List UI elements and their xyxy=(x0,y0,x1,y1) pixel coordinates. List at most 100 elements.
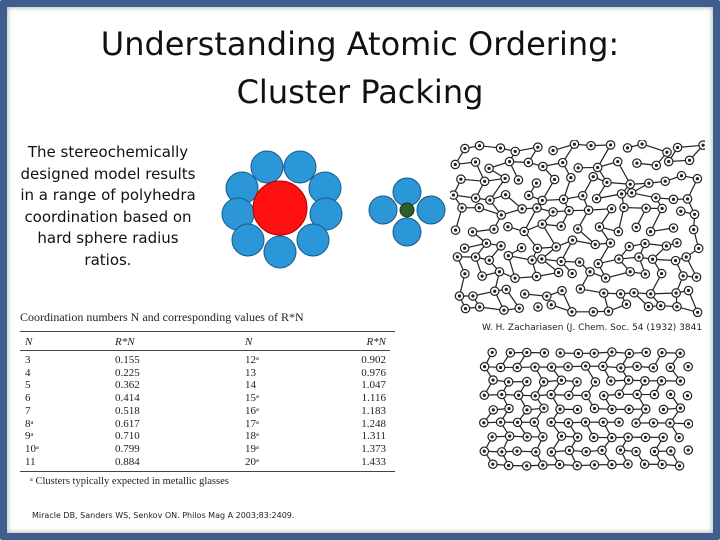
network-atom-core xyxy=(626,462,630,466)
network-atom-core xyxy=(634,225,638,229)
network-atom-core xyxy=(500,392,504,397)
network-atom-core xyxy=(619,292,623,296)
network-atom-core xyxy=(451,193,456,197)
header-rn: R*N xyxy=(366,336,386,348)
network-atom-core xyxy=(660,462,664,467)
network-atom-core xyxy=(534,181,539,185)
network-atom-core xyxy=(516,178,521,182)
network-atom-core xyxy=(536,305,540,309)
network-atom-core xyxy=(644,350,648,354)
network-atom-core xyxy=(601,364,605,368)
network-atom-core xyxy=(660,351,664,355)
network-atom-core xyxy=(558,462,562,467)
network-atom-core xyxy=(652,449,657,454)
network-atom-core xyxy=(593,380,597,384)
network-atom-core xyxy=(678,406,682,410)
network-atom-core xyxy=(559,259,563,264)
table-header-row: N R*N N R*N xyxy=(20,332,390,350)
network-atom-core xyxy=(541,164,545,169)
network-atom-core xyxy=(463,246,467,250)
table-cell: 1.248 xyxy=(361,417,386,430)
network-atom-core xyxy=(473,255,478,259)
network-atom-core xyxy=(605,180,609,184)
network-atom-core xyxy=(525,380,529,384)
network-atom-core xyxy=(622,205,626,210)
network-atom-core xyxy=(533,365,537,369)
network-atom-core xyxy=(592,406,597,411)
network-atom-core xyxy=(584,450,588,454)
network-atom-core xyxy=(685,394,690,398)
network-atom-core xyxy=(570,271,574,276)
network-atom-core xyxy=(618,448,623,452)
network-atom-core xyxy=(557,270,561,275)
table-cell: 0.225 xyxy=(115,366,140,379)
network-atom-core xyxy=(535,246,540,251)
network-atom-core xyxy=(576,435,580,439)
network-atom-core xyxy=(696,310,700,314)
network-atom-core xyxy=(692,212,697,216)
shell-atom xyxy=(416,195,446,225)
network-atom-core xyxy=(675,241,679,245)
network-atom-core xyxy=(487,166,491,170)
network-atom-core xyxy=(463,146,467,151)
network-atom-core xyxy=(643,435,648,439)
network-atom-core xyxy=(649,292,653,296)
network-atom-core xyxy=(530,258,534,262)
table-cell: 0.617 xyxy=(115,417,140,430)
network-atom-core xyxy=(675,305,679,309)
network-atom-core xyxy=(567,209,571,213)
network-atom-core xyxy=(463,272,467,276)
network-atom-core xyxy=(542,406,546,410)
network-atom-core xyxy=(549,392,553,397)
description-text: The stereochemically designed model resu… xyxy=(20,143,196,269)
network-atom-core xyxy=(545,294,549,298)
network-atom-core xyxy=(519,246,524,250)
network-atom-core xyxy=(541,435,545,439)
network-atom-core xyxy=(635,392,639,397)
central-large-atom xyxy=(252,180,308,236)
network-atom-core xyxy=(673,259,678,263)
network-atom-core xyxy=(626,378,631,382)
network-atom-core xyxy=(663,179,667,183)
network-atom-core xyxy=(453,228,458,232)
network-atom-core xyxy=(635,161,639,165)
network-atom-core xyxy=(575,380,579,384)
network-atom-core xyxy=(593,242,597,247)
network-atom-core xyxy=(515,449,519,453)
table-cell: 16ᵃ xyxy=(245,404,260,417)
network-atom-core xyxy=(624,302,629,306)
table-cell: 0.710 xyxy=(115,430,140,443)
network-atom-core xyxy=(627,407,631,411)
network-atom-core xyxy=(679,174,684,178)
network-atom-core xyxy=(549,303,553,307)
network-atom-core xyxy=(508,434,512,438)
network-atom-core xyxy=(503,176,507,181)
network-atom-core xyxy=(522,229,526,234)
network-atom-core xyxy=(525,350,529,355)
table-cell: 1.183 xyxy=(361,404,386,417)
network-atom-core xyxy=(647,181,651,185)
network-atom-core xyxy=(602,394,606,398)
network-atom-core xyxy=(610,436,614,440)
shell-atom xyxy=(368,195,398,225)
network-atom-core xyxy=(549,450,553,454)
network-atom-core xyxy=(686,448,690,452)
network-atom-core xyxy=(515,365,519,370)
network-atom-core xyxy=(637,255,641,259)
table-footnote: ᵃ Clusters typically expected in metalli… xyxy=(30,476,229,488)
table-cell: 10ᵃ xyxy=(25,442,40,455)
network-atom-core xyxy=(500,450,504,454)
table-caption: Coordination numbers N and corresponding… xyxy=(20,310,304,324)
network-atom-core xyxy=(576,227,580,231)
table-cell: 13 xyxy=(245,366,256,379)
network-atom-core xyxy=(595,197,599,201)
network-atom-core xyxy=(659,379,664,383)
table-cell: 0.362 xyxy=(115,379,140,392)
network-atom-core xyxy=(617,257,621,261)
network-atom-core xyxy=(600,448,604,452)
